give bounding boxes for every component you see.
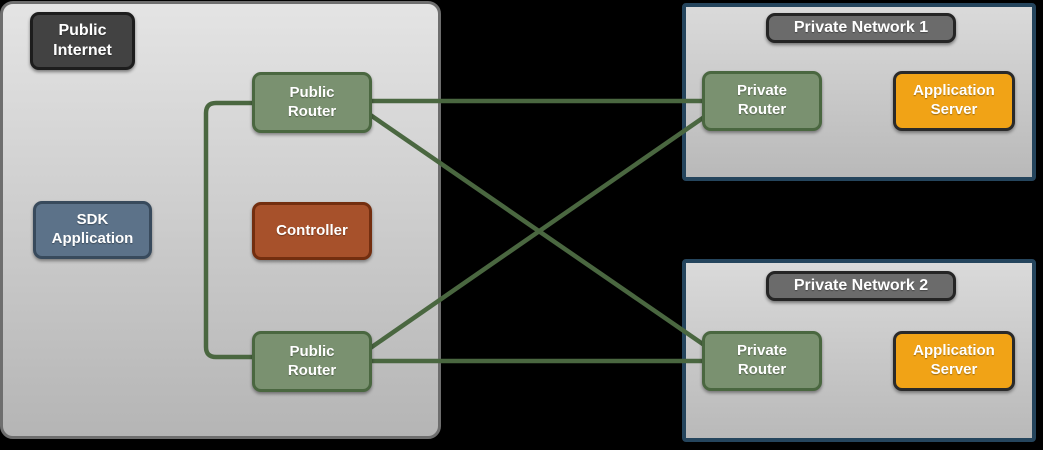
public-router-top-node: Public Router xyxy=(252,72,372,133)
application-server-2-node: Application Server xyxy=(893,331,1015,391)
application-server-1-node: Application Server xyxy=(893,71,1015,131)
sdk-application-node: SDK Application xyxy=(33,201,152,259)
controller-node: Controller xyxy=(252,202,372,260)
link-public-router-bottom-private-router-1 xyxy=(364,111,712,353)
private-router-1-node: Private Router xyxy=(702,71,822,131)
link-public-router-top-public-router-bottom xyxy=(203,100,256,360)
public-internet-title: Public Internet xyxy=(30,12,135,70)
public-router-bottom-node: Public Router xyxy=(252,331,372,392)
private-network-2-title: Private Network 2 xyxy=(766,271,956,301)
private-network-1-title: Private Network 1 xyxy=(766,13,956,43)
private-router-2-node: Private Router xyxy=(702,331,822,391)
